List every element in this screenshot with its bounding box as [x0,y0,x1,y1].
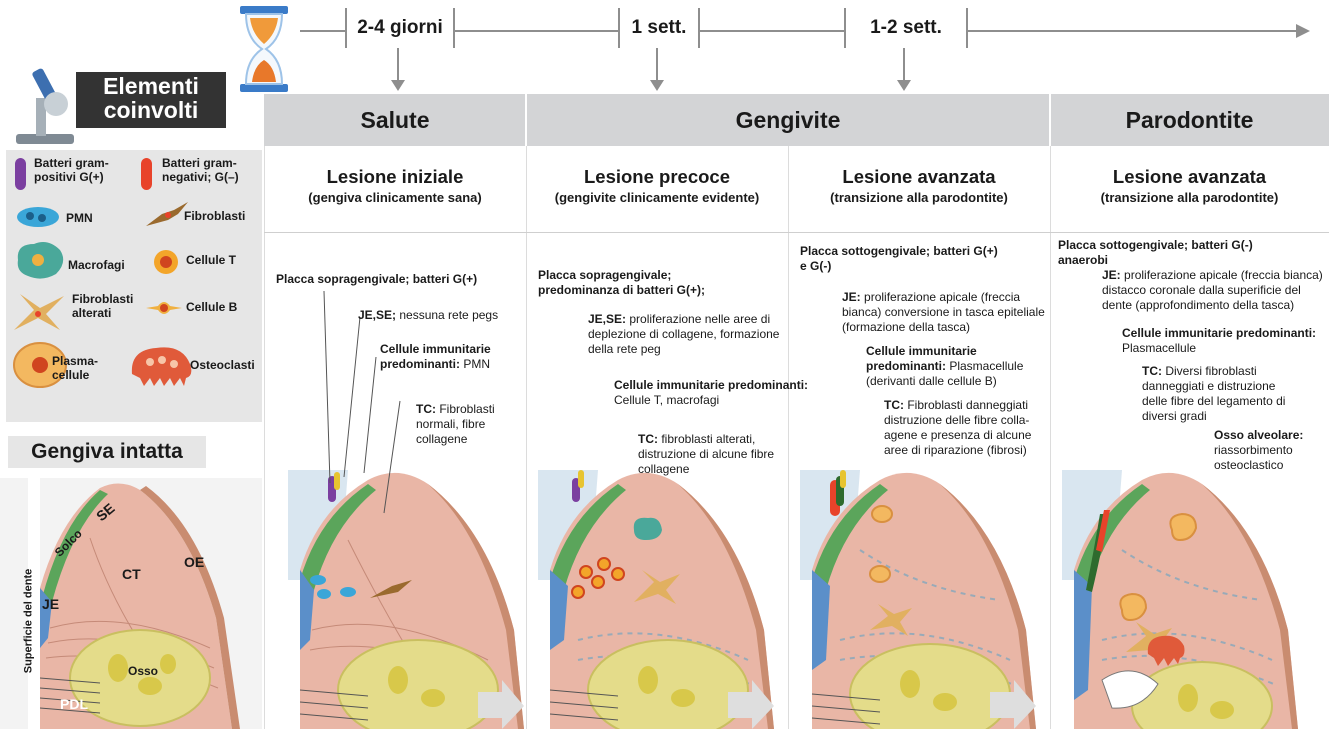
legend-osteoclasti: Osteoclasti [190,358,255,372]
c3-tc: TC: Fibroblasti danneggiati distruzione … [884,398,1046,458]
c3-cellule: Cellule immunitarie predominanti: Plasma… [866,344,1046,389]
legend-pmn: PMN [66,211,93,225]
superficie-del-dente-label: Superficie del dente [22,569,34,674]
timeline-arrowhead [1296,24,1310,38]
c4-placca: Placca sottogengivale; batteri G(-) anae… [1058,238,1268,268]
legend-cellule-b: Cellule B [186,300,237,314]
c4-osso: Osso alveolare: riassorbimento osteoclas… [1214,428,1326,473]
stage-gengivite: Gengivite [526,94,1050,146]
legend-plasmacellule: Plasma-cellule [52,354,98,382]
gram-positive-bacteria-icon [10,156,32,192]
label-je: JE [42,596,59,612]
c1-tc: TC: Fibroblasti normali, fibre collagene [416,402,516,447]
label-pdl: PDL [60,696,88,712]
c1-cellule: Cellule immunitarie predominanti: PMN [380,342,520,372]
macrophage-icon [12,238,68,282]
c2-placca: Placca sopragengivale; predominanza di b… [538,268,738,298]
column-4-heading: Lesione avanzata(transizione alla parodo… [1050,166,1329,205]
column-2-heading: Lesione precoce(gengivite clinicamente e… [526,166,788,205]
intact-gingiva-diagram [0,478,262,729]
timeline-down-arrow-1 [397,48,399,82]
lesione-avanzata-1-diagram [800,470,1050,729]
c4-tc: TC: Diversi fibroblasti danneggiati e di… [1142,364,1302,424]
timeline-label-1-sett: 1 sett. [618,8,700,48]
c1-je-se: JE,SE; nessuna rete pegs [358,308,518,323]
legend-gram-negative: Batteri gram-negativi; G(–) [162,156,239,184]
legend-gram-positive: Batteri gram-positivi G(+) [34,156,109,184]
label-ct: CT [122,566,141,582]
lesion-precoce-diagram [538,470,788,729]
altered-fibroblast-icon [10,290,70,334]
lesione-avanzata-2-diagram [1062,470,1329,729]
timeline-down-arrow-2 [656,48,658,82]
c2-cellule: Cellule immunitarie predominanti:Cellule… [614,378,824,408]
stage-parodontite: Parodontite [1050,94,1329,146]
timeline-down-arrow-3 [903,48,905,82]
column-3-heading: Lesione avanzata(transizione alla parodo… [788,166,1050,205]
pmn-icon [14,204,62,230]
c3-placca: Placca sottogengivale; batteri G(+) e G(… [800,244,1000,274]
legend-cellule-t: Cellule T [186,253,236,267]
b-cell-icon [144,294,184,320]
microscope-icon [10,64,80,148]
c1-placca: Placca sopragengivale; batteri G(+) [276,272,516,287]
gengiva-intatta-title: Gengiva intatta [8,436,206,468]
c2-je-se: JE,SE: proliferazione nelle aree di depl… [588,312,788,357]
c4-je: JE: proliferazione apicale (freccia bian… [1102,268,1326,313]
label-oe: OE [184,554,204,570]
osteoclast-icon [126,340,198,388]
c2-tc: TC: fibroblasti alterati, distruzione di… [638,432,788,477]
column-1-heading: Lesione iniziale(gengiva clinicamente sa… [264,166,526,205]
c3-je: JE: proliferazione apicale (freccia bian… [842,290,1048,335]
timeline-label-1-2-sett: 1-2 sett. [844,8,968,48]
legend-macrofagi: Macrofagi [68,258,125,272]
t-cell-icon [152,248,180,276]
label-osso: Osso [128,664,158,678]
legend-fibroblasti: Fibroblasti [184,209,245,223]
timeline-label-2-4-giorni: 2-4 giorni [345,8,455,48]
gram-negative-bacteria-icon [136,156,158,192]
c4-cellule: Cellule immunitarie predominanti: Plasma… [1122,326,1322,356]
stage-salute: Salute [264,94,526,146]
hourglass-icon [234,4,294,94]
